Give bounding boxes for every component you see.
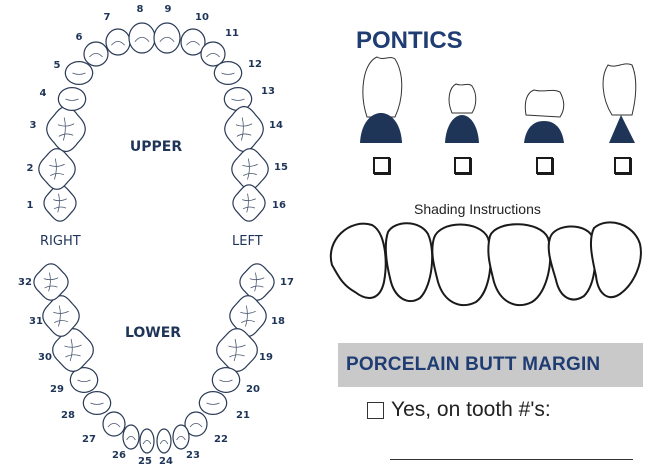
tooth-number-4: 4	[40, 88, 47, 99]
tooth-number-25: 25	[138, 456, 152, 467]
pontic-hygienic	[603, 64, 636, 143]
butt-margin-yes-checkbox[interactable]	[367, 402, 384, 419]
tooth-20[interactable]	[212, 368, 239, 393]
tooth-number-2: 2	[27, 163, 34, 174]
shading-tooth-4[interactable]	[488, 224, 550, 305]
pontic-checkbox-hygienic[interactable]	[614, 157, 631, 174]
tooth-21[interactable]	[199, 392, 226, 415]
tooth-3[interactable]	[47, 107, 86, 152]
tooth-number-14: 14	[269, 120, 283, 131]
pontic-crown	[603, 64, 636, 115]
tooth-number-9: 9	[165, 4, 172, 15]
pontic-ridge	[524, 121, 564, 143]
tooth-number-10: 10	[195, 12, 209, 23]
tooth-2[interactable]	[39, 149, 75, 190]
butt-margin-yes-label: Yes, on tooth #'s:	[391, 398, 551, 422]
pontic-ovate	[524, 90, 564, 143]
shading-tooth-1[interactable]	[331, 224, 386, 298]
tooth-number-6: 6	[76, 32, 83, 43]
tooth-1[interactable]	[44, 185, 76, 221]
tooth-27[interactable]	[103, 412, 125, 436]
right-side-label: RIGHT	[40, 234, 81, 249]
tooth-number-18: 18	[271, 316, 285, 327]
tooth-4[interactable]	[58, 88, 85, 111]
tooth-7[interactable]	[106, 29, 130, 55]
tooth-number-27: 27	[82, 434, 96, 445]
tooth-number-30: 30	[38, 352, 52, 363]
shading-instructions-title: Shading Instructions	[414, 201, 541, 217]
tooth-numbers-entry-line[interactable]	[390, 459, 633, 460]
tooth-number-32: 32	[18, 277, 32, 288]
tooth-28[interactable]	[83, 392, 110, 415]
tooth-number-22: 22	[214, 434, 228, 445]
tooth-number-20: 20	[246, 384, 260, 395]
tooth-number-3: 3	[30, 120, 37, 131]
shading-tooth-2[interactable]	[386, 223, 432, 301]
pontic-crown	[449, 84, 476, 113]
tooth-14[interactable]	[225, 107, 264, 152]
pontic-ridge	[445, 115, 479, 143]
tooth-number-16: 16	[272, 200, 286, 211]
tooth-number-11: 11	[225, 28, 239, 39]
tooth-number-23: 23	[186, 450, 200, 461]
tooth-number-8: 8	[137, 4, 144, 15]
tooth-number-17: 17	[280, 277, 294, 288]
butt-margin-yes-row: Yes, on tooth #'s:	[367, 398, 551, 422]
tooth-16[interactable]	[233, 185, 265, 221]
porcelain-butt-margin-bar: PORCELAIN BUTT MARGIN	[338, 343, 643, 387]
tooth-number-31: 31	[29, 316, 43, 327]
tooth-32[interactable]	[34, 264, 68, 300]
tooth-23[interactable]	[173, 425, 189, 449]
pontic-crown	[525, 90, 564, 117]
pontic-checkbox-modified-ridge-lap[interactable]	[454, 157, 471, 174]
tooth-number-24: 24	[159, 456, 173, 467]
pontic-ridge	[360, 113, 402, 143]
tooth-number-19: 19	[259, 352, 273, 363]
tooth-25[interactable]	[140, 429, 154, 453]
tooth-6[interactable]	[84, 42, 108, 66]
shading-tooth-5[interactable]	[549, 226, 596, 299]
pontic-ridge	[609, 115, 635, 143]
tooth-26[interactable]	[123, 425, 139, 449]
pontics-title: PONTICS	[356, 27, 463, 55]
tooth-number-1: 1	[27, 200, 34, 211]
pontic-crown	[363, 57, 402, 117]
tooth-24[interactable]	[157, 429, 171, 453]
pontic-checkbox-ridge-lap[interactable]	[373, 157, 390, 174]
left-side-label: LEFT	[232, 234, 263, 249]
tooth-number-15: 15	[274, 162, 288, 173]
tooth-number-7: 7	[104, 12, 111, 23]
tooth-number-21: 21	[236, 410, 250, 421]
tooth-9[interactable]	[154, 23, 180, 53]
tooth-number-28: 28	[61, 410, 75, 421]
pontic-modified-ridge-lap	[445, 84, 479, 143]
porcelain-butt-margin-title: PORCELAIN BUTT MARGIN	[346, 354, 600, 376]
tooth-number-5: 5	[54, 60, 61, 71]
upper-arch-label: UPPER	[130, 139, 182, 155]
tooth-number-29: 29	[50, 384, 64, 395]
shading-tooth-3[interactable]	[432, 225, 490, 306]
tooth-number-26: 26	[112, 450, 126, 461]
tooth-15[interactable]	[232, 149, 268, 190]
tooth-12[interactable]	[214, 62, 241, 85]
lower-arch-label: LOWER	[125, 325, 181, 341]
tooth-8[interactable]	[129, 23, 155, 53]
pontic-ridge-lap	[360, 57, 402, 143]
tooth-17[interactable]	[240, 264, 274, 300]
shading-tooth-6[interactable]	[591, 222, 641, 297]
tooth-number-12: 12	[248, 59, 262, 70]
pontic-checkbox-ovate[interactable]	[536, 157, 553, 174]
tooth-number-13: 13	[261, 86, 275, 97]
tooth-5[interactable]	[65, 62, 92, 85]
